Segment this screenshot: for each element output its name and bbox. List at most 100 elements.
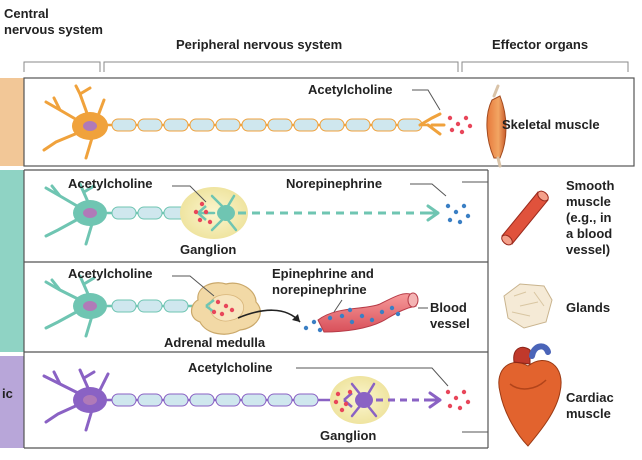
norepinephrine-dot xyxy=(457,219,463,225)
parasymp-ach-leader xyxy=(296,367,449,387)
adrenal-neuron xyxy=(44,274,107,338)
acetylcholine-dot xyxy=(199,201,205,207)
smooth-muscle-label-1: Smooth xyxy=(566,178,615,193)
norepinephrine-dot xyxy=(453,209,459,215)
heart-icon xyxy=(498,343,562,447)
hormone-dot xyxy=(303,325,309,331)
header-brackets xyxy=(23,61,629,72)
hormone-dot xyxy=(349,319,355,325)
skeletal-muscle-label: Skeletal muscle xyxy=(502,117,600,132)
smooth-muscle-label-5: vessel) xyxy=(566,242,611,257)
blood-vessel-label-1: Blood xyxy=(430,300,467,315)
somatic-terminal xyxy=(418,112,446,136)
sympathetic-tab xyxy=(0,170,24,352)
acetylcholine-dot xyxy=(465,399,471,405)
parasymp-neuron-1 xyxy=(42,368,110,432)
acetylcholine-dot xyxy=(457,405,463,411)
myelin-segment xyxy=(319,118,345,132)
myelin-segment xyxy=(293,118,319,132)
smooth-muscle-label-3: (e.g., in xyxy=(566,210,612,225)
myelin-segment xyxy=(293,393,319,407)
parasymp-ach-label: Acetylcholine xyxy=(188,360,273,375)
norepinephrine-dot xyxy=(461,203,467,209)
acetylcholine-dot xyxy=(343,401,349,407)
myelin-segment xyxy=(163,299,189,313)
somatic-ach-dots xyxy=(447,115,473,135)
adrenal-medulla-label: Adrenal medulla xyxy=(164,335,266,350)
symp-pre-myelin xyxy=(111,206,189,220)
myelin-segment xyxy=(137,299,163,313)
acetylcholine-dot xyxy=(333,399,339,405)
myelin-segment xyxy=(111,299,137,313)
cns-header-line2: nervous system xyxy=(4,22,103,37)
blood-vessel-icon xyxy=(317,292,419,333)
parasymp-nucleus-1 xyxy=(83,395,97,405)
acetylcholine-dot xyxy=(455,121,461,127)
hormone-dot xyxy=(379,309,385,315)
symp-post-terminal xyxy=(422,204,440,222)
hormone-dot xyxy=(389,305,395,311)
hormone-dot xyxy=(369,317,375,323)
somatic-myelin xyxy=(111,118,423,132)
hormone-dot xyxy=(339,313,345,319)
parasymp-ganglion-ach-dots xyxy=(333,389,353,413)
skeletal-muscle-icon xyxy=(486,84,507,168)
myelin-segment xyxy=(111,206,137,220)
myelin-segment xyxy=(163,118,189,132)
acetylcholine-dot xyxy=(203,209,209,215)
parasymp-ganglion-label: Ganglion xyxy=(320,428,377,443)
myelin-segment xyxy=(215,393,241,407)
acetylcholine-dot xyxy=(335,391,341,397)
acetylcholine-dot xyxy=(229,307,235,313)
symp-ganglion-label: Ganglion xyxy=(180,242,237,257)
acetylcholine-dot xyxy=(211,309,217,315)
parasymp-post-terminal xyxy=(424,391,442,409)
glands-label: Glands xyxy=(566,300,611,315)
parasymp-ach-dots xyxy=(445,389,471,411)
myelin-segment xyxy=(189,118,215,132)
hormone-dot xyxy=(311,319,317,325)
somatic-nucleus xyxy=(83,121,97,131)
sympathetic-neuron-1 xyxy=(44,182,107,246)
norepinephrine-dot xyxy=(447,217,453,223)
adrenal-ach-leader xyxy=(172,275,215,297)
myelin-segment xyxy=(215,118,241,132)
smooth-muscle-vessel-icon xyxy=(501,190,549,246)
acetylcholine-dot xyxy=(459,129,465,135)
myelin-segment xyxy=(371,118,397,132)
symp-ne-leader xyxy=(410,183,447,197)
myelin-segment xyxy=(241,118,267,132)
acetylcholine-dot xyxy=(347,389,353,395)
myelin-segment xyxy=(111,393,137,407)
norepinephrine-dot xyxy=(445,203,451,209)
hormone-arrow-head xyxy=(292,314,300,322)
acetylcholine-dot xyxy=(453,395,459,401)
adrenal-myelin xyxy=(111,299,189,313)
symp-ganglion-neuron xyxy=(202,194,238,232)
acetylcholine-dot xyxy=(215,299,221,305)
adrenal-ach-dots xyxy=(211,299,235,317)
smooth-muscle-label-2: muscle xyxy=(566,194,611,209)
somatic-neuron xyxy=(42,84,108,160)
parasymp-ganglion-neuron xyxy=(350,382,378,418)
effector-bracket xyxy=(462,181,488,433)
symp-ne-dots xyxy=(445,203,471,225)
parasympathetic-tab xyxy=(0,356,24,448)
hormone-dot xyxy=(327,315,333,321)
acetylcholine-dot xyxy=(467,123,473,129)
acetylcholine-dot xyxy=(445,389,451,395)
symp-nucleus-1 xyxy=(83,208,97,218)
myelin-segment xyxy=(267,118,293,132)
myelin-segment xyxy=(267,393,293,407)
norepinephrine-dot xyxy=(465,213,471,219)
acetylcholine-dot xyxy=(449,127,455,133)
blood-hormone-dots xyxy=(303,305,401,333)
acetylcholine-dot xyxy=(207,219,213,225)
parasymp-tab-fragment: ic xyxy=(2,386,13,401)
smooth-muscle-label-4: a blood xyxy=(566,226,613,241)
acetylcholine-dot xyxy=(197,217,203,223)
symp-ach-label: Acetylcholine xyxy=(68,176,153,191)
somatic-tab xyxy=(0,78,24,166)
